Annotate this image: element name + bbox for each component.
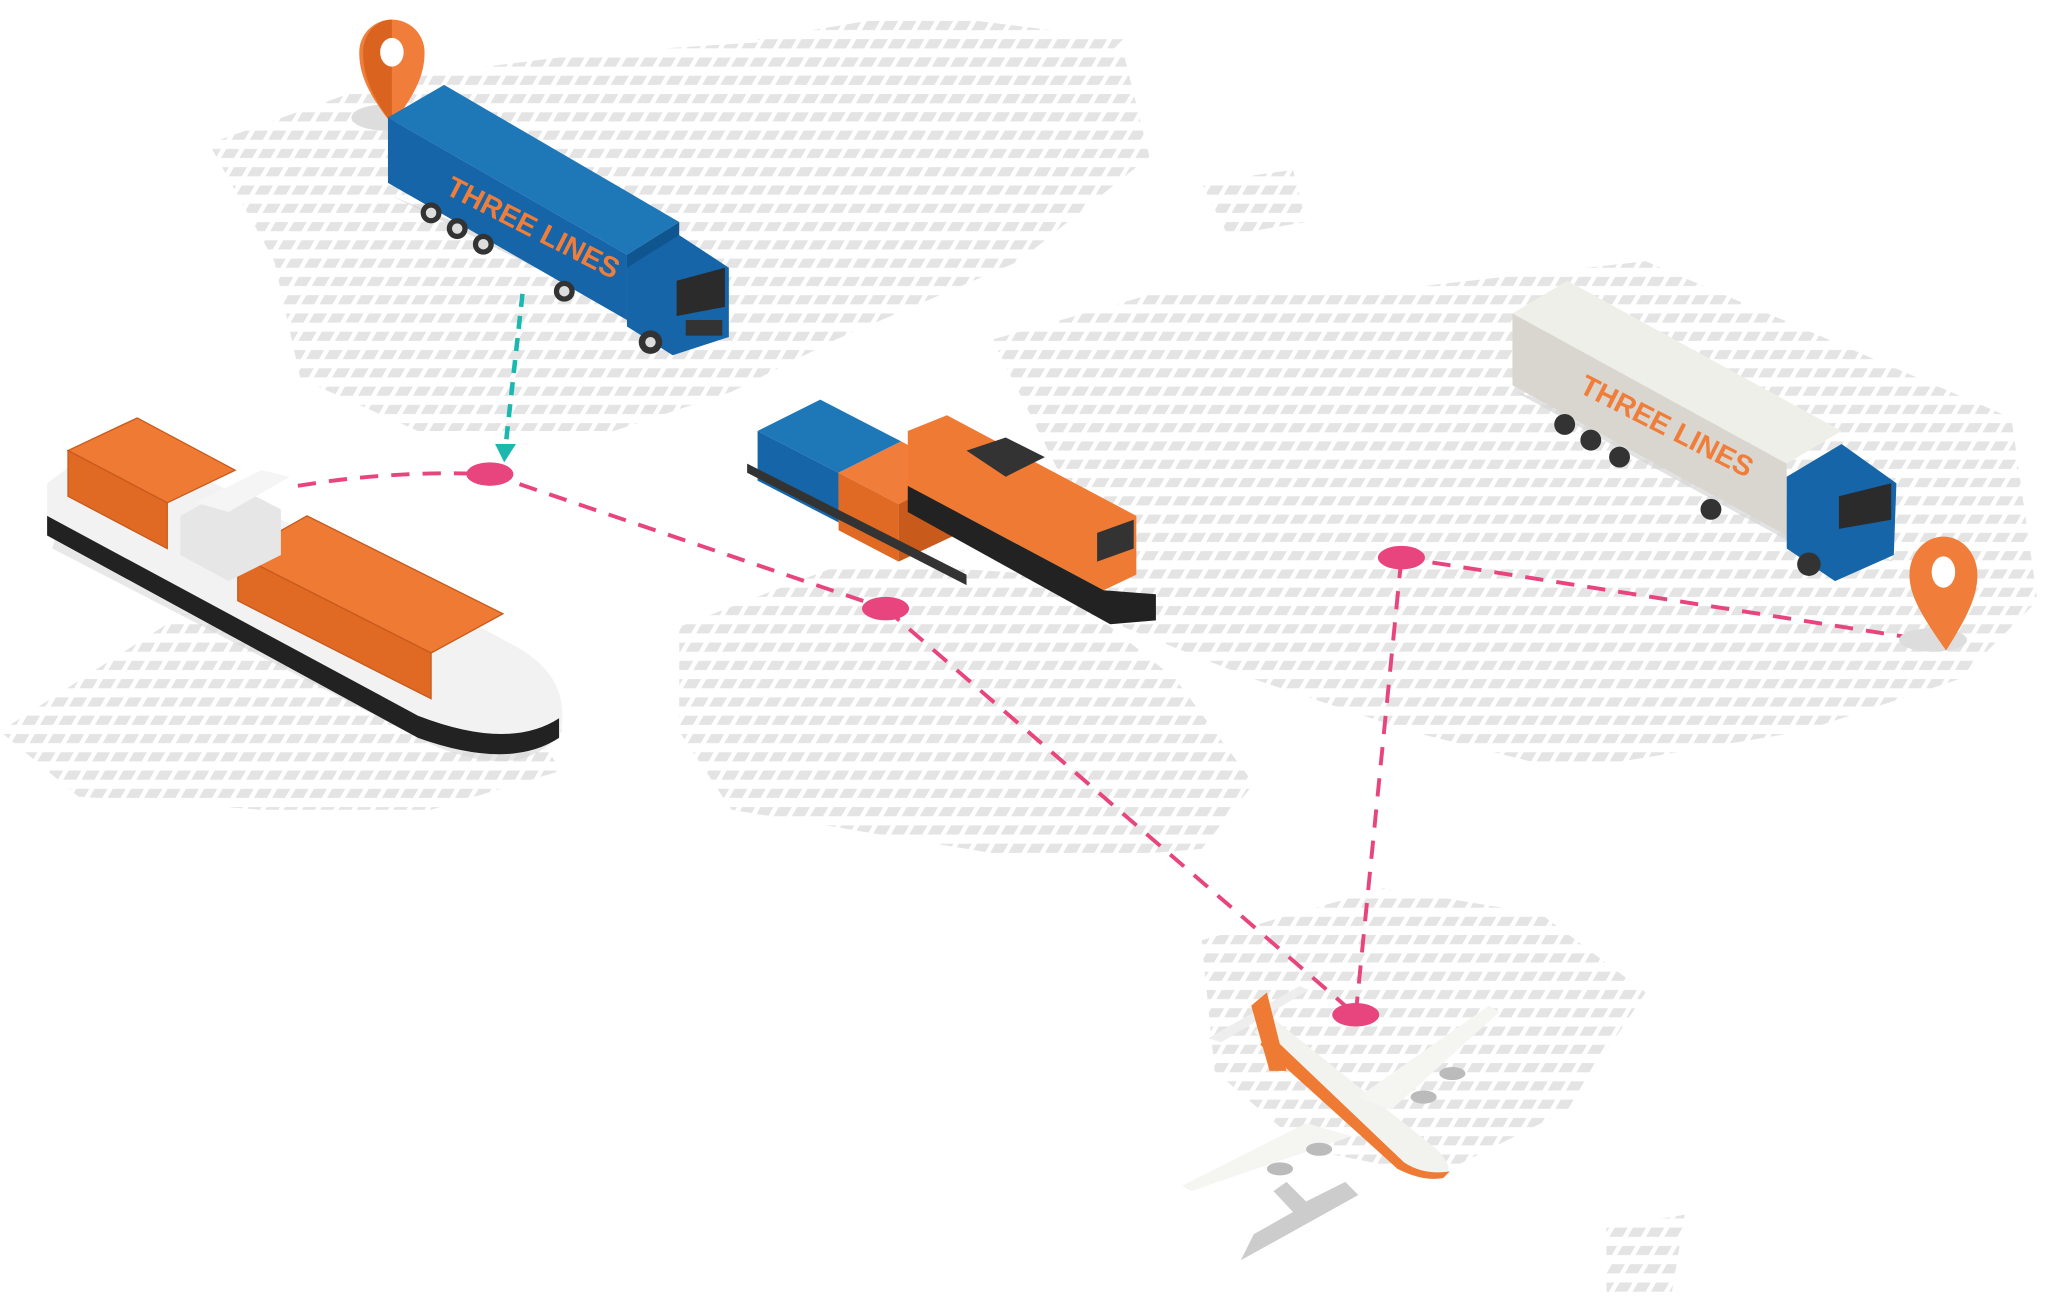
truck-to-hub-arrow: [495, 293, 525, 463]
truck-container-top: [387, 84, 680, 255]
map-greenland: [757, 13, 1124, 118]
map-islands-ne: [1201, 169, 1307, 236]
route-train-to-plane: [884, 607, 1358, 1017]
route-plane-to-hub: [1353, 557, 1404, 1015]
route-nodes: [466, 462, 1425, 1027]
map-europe-asia: [992, 261, 2038, 771]
freight-train: [747, 399, 1156, 625]
map-islands-se: [1606, 1214, 1685, 1293]
route-node: [1332, 1003, 1380, 1027]
route-hub-to-train: [489, 472, 887, 611]
truck-container-side: [1512, 313, 1787, 536]
location-pin-icon: [1899, 536, 1978, 652]
truck-container-side: [387, 117, 627, 320]
map-oceania: [1201, 888, 1646, 1176]
truck-container-top: [1512, 280, 1842, 464]
container-ship: [47, 417, 563, 762]
airplane: [1182, 986, 1500, 1261]
plane-wing: [1358, 1005, 1500, 1111]
route-hub-to-destination: [1401, 555, 1943, 645]
route-node: [466, 462, 514, 486]
locomotive: [907, 415, 1137, 591]
white-truck: THREE LINES: [1512, 280, 1897, 582]
plane-wing: [1182, 1123, 1352, 1192]
blue-truck: THREE LINES: [387, 84, 732, 356]
dotted-world-map: [0, 13, 2038, 1293]
plane-fuselage: [1253, 1018, 1449, 1179]
route-node: [862, 596, 910, 621]
route-ship-to-hub: [297, 471, 490, 488]
route-node: [1377, 545, 1425, 570]
ship-bridge: [180, 470, 291, 582]
map-africa: [679, 561, 1254, 862]
ship-containers: [66, 417, 505, 700]
